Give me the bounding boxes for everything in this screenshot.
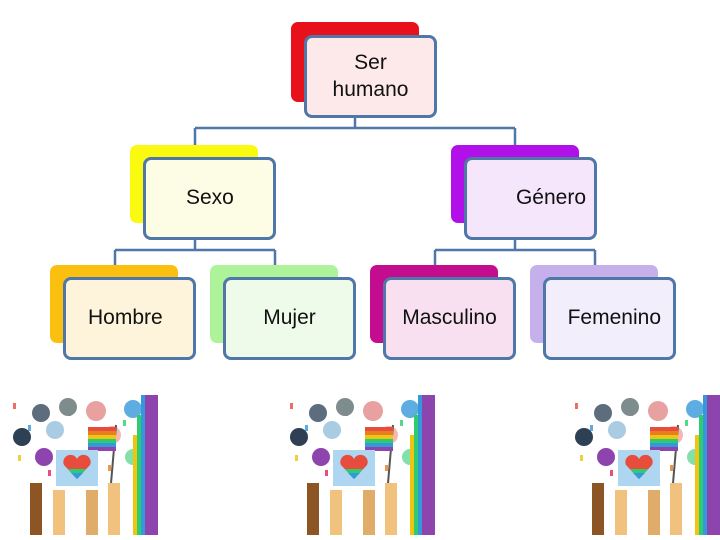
node-masculino-label: Masculino xyxy=(402,306,497,330)
node-mujer-label: Mujer xyxy=(263,306,316,330)
node-hombre-box: Hombre xyxy=(63,277,196,360)
pride-illustration-icon xyxy=(570,395,720,535)
node-sexo-label: Sexo xyxy=(186,186,234,210)
node-genero-box: Género xyxy=(464,157,597,240)
pride-rally-illustration-3 xyxy=(570,395,720,535)
node-sexo-box: Sexo xyxy=(143,157,276,240)
node-ser-humano-label: Ser humano xyxy=(332,51,409,101)
node-masculino-box: Masculino xyxy=(383,277,516,360)
node-mujer-box: Mujer xyxy=(223,277,356,360)
node-genero-label: Género xyxy=(515,186,586,210)
pride-rally-illustration-1 xyxy=(8,395,158,535)
pride-illustration-icon xyxy=(285,395,435,535)
node-femenino-box: Femenino xyxy=(543,277,676,360)
node-femenino-label: Femenino xyxy=(567,306,661,330)
pride-rally-illustration-2 xyxy=(285,395,435,535)
node-ser-humano-box: Ser humano xyxy=(304,35,437,118)
pride-illustration-icon xyxy=(8,395,158,535)
node-hombre-label: Hombre xyxy=(88,306,163,330)
